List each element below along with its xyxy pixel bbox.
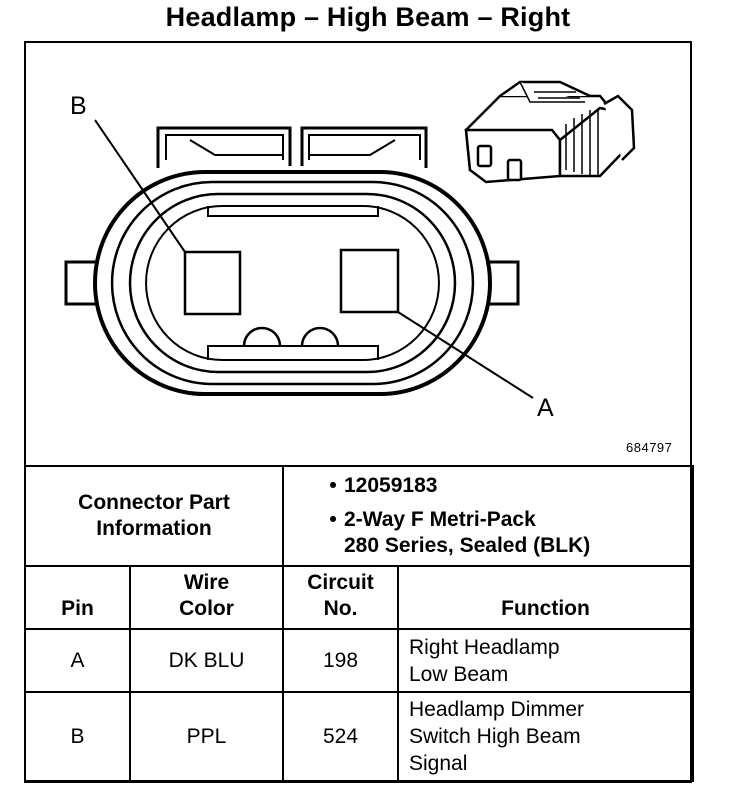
wire-color-cell: PPL — [129, 691, 284, 782]
connector-part-details: •12059183 •2-Way F Metri-Pack 280 Series… — [282, 465, 694, 567]
polarizing-bump-left — [242, 326, 282, 347]
connector-description-line2: 280 Series, Sealed (BLK) — [344, 534, 591, 557]
header-function: Function — [397, 565, 694, 630]
pin-label-b: B — [70, 92, 87, 120]
diagram-frame — [24, 41, 692, 783]
connector-body-ring-3 — [145, 205, 440, 361]
pin-cell: A — [24, 628, 131, 693]
pin-label-a: A — [537, 394, 554, 422]
connector-body-ring-2 — [128, 192, 457, 374]
terminal-cavity-a — [339, 248, 400, 314]
terminal-cavity-b — [183, 250, 242, 316]
locking-tab-left — [156, 126, 292, 168]
polarizing-bump-right — [300, 326, 340, 347]
connector-info-table: Connector Part Information •12059183 •2-… — [24, 465, 694, 782]
connector-body-outer — [93, 170, 492, 396]
connector-3d-illustration — [464, 80, 636, 184]
connector-body-ring-1 — [110, 180, 475, 386]
connector-part-label: Connector Part Information — [78, 491, 230, 540]
figure-number: 684797 — [626, 440, 673, 455]
leader-line-a — [397, 311, 534, 399]
locking-tab-right — [300, 126, 428, 168]
connector-diagram — [64, 80, 636, 399]
header-pin: Pin — [24, 565, 131, 630]
page-title: Headlamp – High Beam – Right — [165, 2, 571, 32]
leader-line-b — [94, 119, 186, 253]
pin-cell: B — [24, 691, 131, 782]
circuit-cell: 198 — [282, 628, 399, 693]
part-number: 12059183 — [344, 474, 438, 497]
side-rib-left — [64, 260, 100, 306]
connector-part-row: Connector Part Information •12059183 •2-… — [24, 465, 694, 567]
connector-part-label-cell: Connector Part Information — [24, 465, 284, 567]
connector-description-line1: 2-Way F Metri-Pack — [344, 508, 536, 531]
wire-color-cell: DK BLU — [129, 628, 284, 693]
circuit-cell: 524 — [282, 691, 399, 782]
